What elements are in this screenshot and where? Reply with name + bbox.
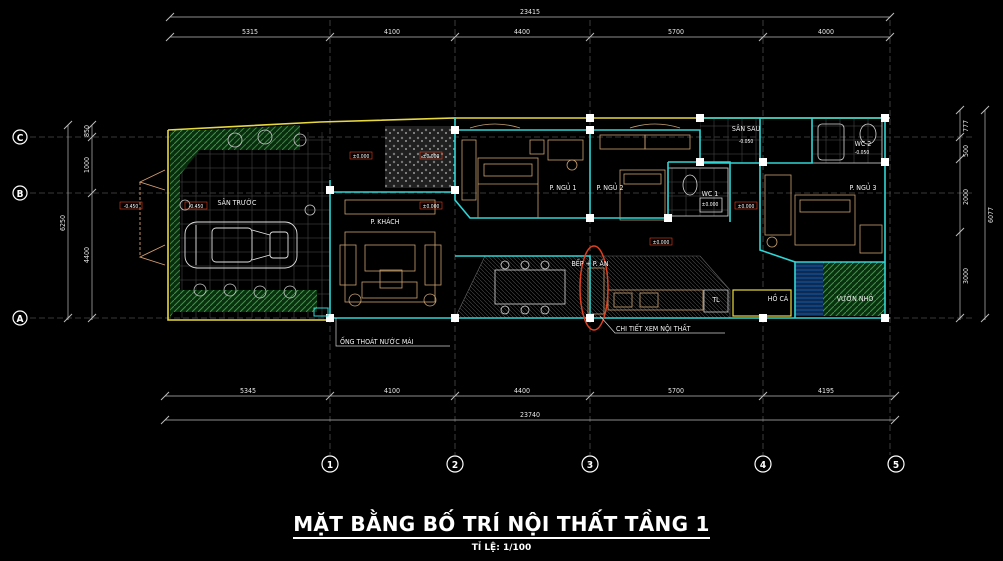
level-mark: ±0.000 (653, 240, 670, 246)
annotation-ong-thoat: ỐNG THOÁT NƯỚC MÁI (340, 336, 414, 346)
axis-row-c: C (17, 133, 24, 144)
axis-col-1: 1 (327, 460, 333, 471)
dim-left-total: 6250 (59, 215, 67, 231)
fish-pond (732, 262, 823, 317)
level-mark: ±0.000 (423, 154, 440, 160)
dim-bottom-seg: 4100 (384, 387, 400, 395)
front-yard (170, 125, 330, 318)
dim-right-seg: 2000 (962, 189, 970, 205)
room-label-wc-1: WC 1 (702, 190, 719, 198)
drawing-title-text: MẶT BẰNG BỐ TRÍ NỘI THẤT TẦNG 1 (293, 512, 710, 539)
level-mark: -0.050 (855, 150, 870, 156)
bedroom-2 (599, 123, 691, 221)
dim-top-seg: 4400 (514, 28, 530, 36)
level-mark: -0.450 (189, 204, 204, 210)
front-gate (138, 169, 166, 266)
axis-row-a: A (17, 314, 24, 325)
level-markers (119, 151, 758, 246)
room-label-p-ngu-3: P. NGỦ 3 (850, 182, 877, 192)
level-mark: ±0.000 (738, 204, 755, 210)
dimension-top (165, 12, 895, 42)
dim-top-seg: 5315 (242, 28, 258, 36)
room-label-wc-2: WC 2 (855, 140, 872, 148)
dim-right-seg: 500 (962, 145, 970, 157)
dim-bottom-seg: 4195 (818, 387, 834, 395)
dim-left-seg: 1000 (83, 157, 91, 173)
axis-col-4: 4 (760, 460, 766, 471)
room-label-p-ngu-1: P. NGỦ 1 (550, 182, 577, 192)
dimension-left (63, 120, 97, 323)
car-icon (184, 221, 298, 269)
level-mark: -0.450 (124, 204, 139, 210)
drawing-title: MẶT BẰNG BỐ TRÍ NỘI THẤT TẦNG 1 (0, 512, 1003, 539)
axis-col-3: 3 (587, 460, 593, 471)
tl-box (703, 289, 729, 313)
columns (326, 114, 889, 322)
dim-top-seg: 5700 (668, 28, 684, 36)
dim-bottom-seg: 4400 (514, 387, 530, 395)
room-label-p-khach: P. KHÁCH (371, 217, 400, 226)
dim-right-seg: 3000 (962, 268, 970, 284)
column-axis-markers (321, 455, 905, 473)
room-label-vuon-nho: VƯỜN NHỎ (837, 293, 874, 303)
room-label-tl: TL (711, 296, 720, 304)
bedroom-1 (461, 123, 584, 219)
level-mark: ±0.000 (423, 204, 440, 210)
dim-left-seg: 4400 (83, 247, 91, 263)
room-label-san-truoc: SÂN TRƯỚC (218, 198, 258, 207)
room-label-p-ngu-2: P. NGỦ 2 (597, 182, 624, 192)
bedroom-3 (764, 174, 883, 254)
wc-1 (667, 167, 729, 217)
dim-top-seg: 4100 (384, 28, 400, 36)
annotation-leaders (335, 315, 725, 347)
dimension-bottom (160, 391, 900, 425)
dim-bottom-total: 23740 (520, 411, 540, 419)
axis-col-5: 5 (893, 460, 899, 471)
annotation-chi-tiet: CHI TIẾT XEM NỘI THẤT (616, 323, 691, 333)
living-room (339, 199, 442, 307)
level-mark: ±0.000 (702, 202, 719, 208)
dimension-right (955, 105, 990, 323)
room-label-san-sau: SÂN SAU (732, 124, 761, 133)
dim-bottom-seg: 5700 (668, 387, 684, 395)
dim-top-total: 23415 (520, 8, 540, 16)
wc-2 (811, 117, 883, 164)
axis-row-b: B (17, 189, 24, 200)
drain-pipe (313, 307, 329, 317)
dim-right-seg: 777 (962, 120, 970, 132)
room-label-bep: BẾP + P. ĂN (571, 258, 608, 268)
dim-right-total: 6077 (987, 207, 995, 223)
row-axis-markers (12, 129, 28, 326)
dim-bottom-seg: 5345 (240, 387, 256, 395)
back-yard (700, 118, 760, 163)
level-mark: ±0.000 (353, 154, 370, 160)
axis-col-2: 2 (452, 460, 458, 471)
dim-top-seg: 4000 (818, 28, 834, 36)
drawing-scale: TỈ LỆ: 1/100 (471, 543, 532, 553)
small-garden (823, 262, 885, 316)
dim-left-seg: 850 (83, 125, 91, 137)
detail-highlight (579, 245, 609, 331)
level-mark: -0.050 (739, 139, 754, 145)
room-label-ho-ca: HỒ CÁ (768, 293, 789, 303)
